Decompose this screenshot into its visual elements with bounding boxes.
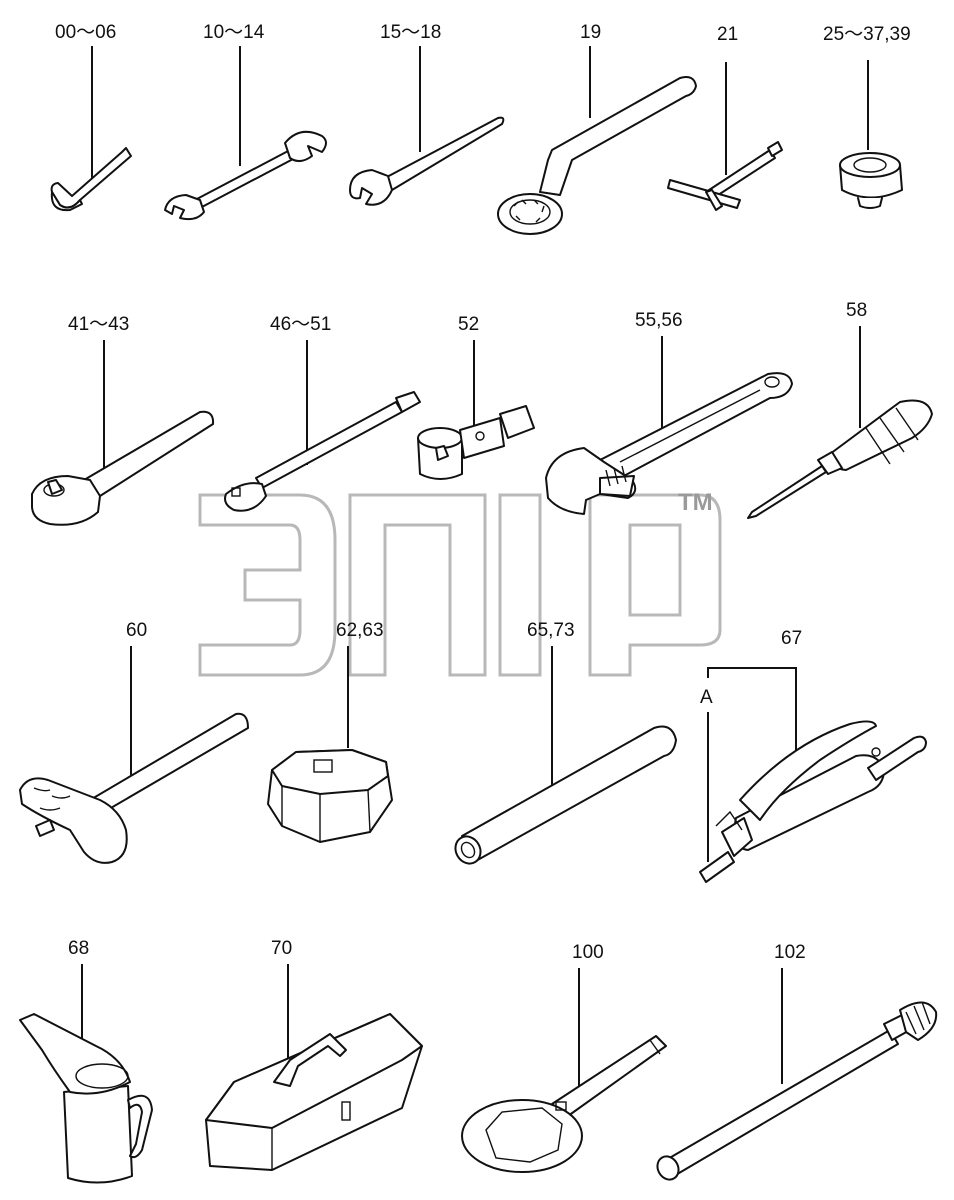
socket-icon bbox=[839, 152, 903, 209]
part-46-51: 46～51 bbox=[224, 314, 421, 512]
part-10-14: 10～14 bbox=[164, 22, 327, 221]
part-label: 60 bbox=[126, 620, 147, 641]
part-65-73: 65,73 bbox=[454, 620, 677, 865]
part-21: 21 bbox=[667, 24, 783, 211]
part-52: 52 bbox=[417, 314, 535, 480]
watermark-logo: TM bbox=[198, 489, 722, 677]
part-label: 58 bbox=[846, 300, 867, 321]
part-label: 55,56 bbox=[635, 310, 683, 331]
universal-joint-icon bbox=[417, 405, 535, 480]
extension-handle-icon bbox=[656, 1001, 938, 1181]
part-label: 41～43 bbox=[68, 314, 129, 335]
part-70: 70 bbox=[205, 938, 423, 1171]
filter-wrench-cap-icon bbox=[267, 749, 393, 843]
oil-can-icon bbox=[19, 1013, 153, 1184]
part-label: 70 bbox=[271, 938, 292, 959]
part-label: 68 bbox=[68, 938, 89, 959]
part-label: 21 bbox=[717, 24, 738, 45]
part-62-63: 62,63 bbox=[267, 620, 393, 843]
t-handle-wrench-icon bbox=[667, 141, 783, 211]
part-68: 68 bbox=[19, 938, 153, 1184]
screwdriver-icon bbox=[747, 399, 933, 519]
part-label: 67 bbox=[781, 628, 802, 649]
tube-bar-icon bbox=[454, 725, 677, 865]
part-label: 10～14 bbox=[203, 22, 265, 43]
part-sublabel: A bbox=[700, 687, 713, 708]
trademark-mark: TM bbox=[678, 489, 713, 516]
part-label: 100 bbox=[572, 942, 604, 963]
part-label: 15～18 bbox=[380, 22, 441, 43]
part-label: 62,63 bbox=[336, 620, 384, 641]
part-label: 00～06 bbox=[55, 22, 116, 43]
part-55-56: 55,56 bbox=[545, 310, 793, 515]
part-label: 65,73 bbox=[527, 620, 575, 641]
tool-box-icon bbox=[205, 1013, 423, 1171]
part-label: 52 bbox=[458, 314, 479, 335]
part-label: 46～51 bbox=[270, 314, 331, 335]
part-60: 60 bbox=[19, 620, 249, 864]
part-label: 19 bbox=[580, 22, 601, 43]
part-19: 19 bbox=[497, 22, 697, 235]
hammer-icon bbox=[19, 712, 249, 864]
adjustable-wrench-icon bbox=[545, 372, 793, 515]
part-100: 100 bbox=[461, 942, 667, 1173]
offset-ring-wrench-icon bbox=[497, 76, 697, 235]
part-41-43: 41～43 bbox=[31, 314, 215, 526]
part-15-18: 15～18 bbox=[349, 22, 505, 206]
part-label: 25～37,39 bbox=[823, 24, 911, 45]
extension-bar-icon bbox=[224, 391, 421, 512]
part-00-06: 00～06 bbox=[50, 22, 132, 212]
hook-ring-spanner-icon bbox=[461, 1035, 667, 1173]
double-open-end-wrench-icon bbox=[164, 130, 327, 221]
part-58: 58 bbox=[747, 300, 933, 519]
part-label: 102 bbox=[774, 942, 806, 963]
grease-gun-icon bbox=[699, 720, 927, 883]
part-102: 102 bbox=[656, 942, 938, 1181]
part-67: 67 A bbox=[699, 628, 927, 883]
part-25-37-39: 25～37,39 bbox=[823, 24, 911, 209]
ratchet-handle-icon bbox=[31, 410, 215, 526]
hex-key-icon bbox=[50, 147, 132, 212]
open-end-wrench-icon bbox=[349, 116, 505, 206]
